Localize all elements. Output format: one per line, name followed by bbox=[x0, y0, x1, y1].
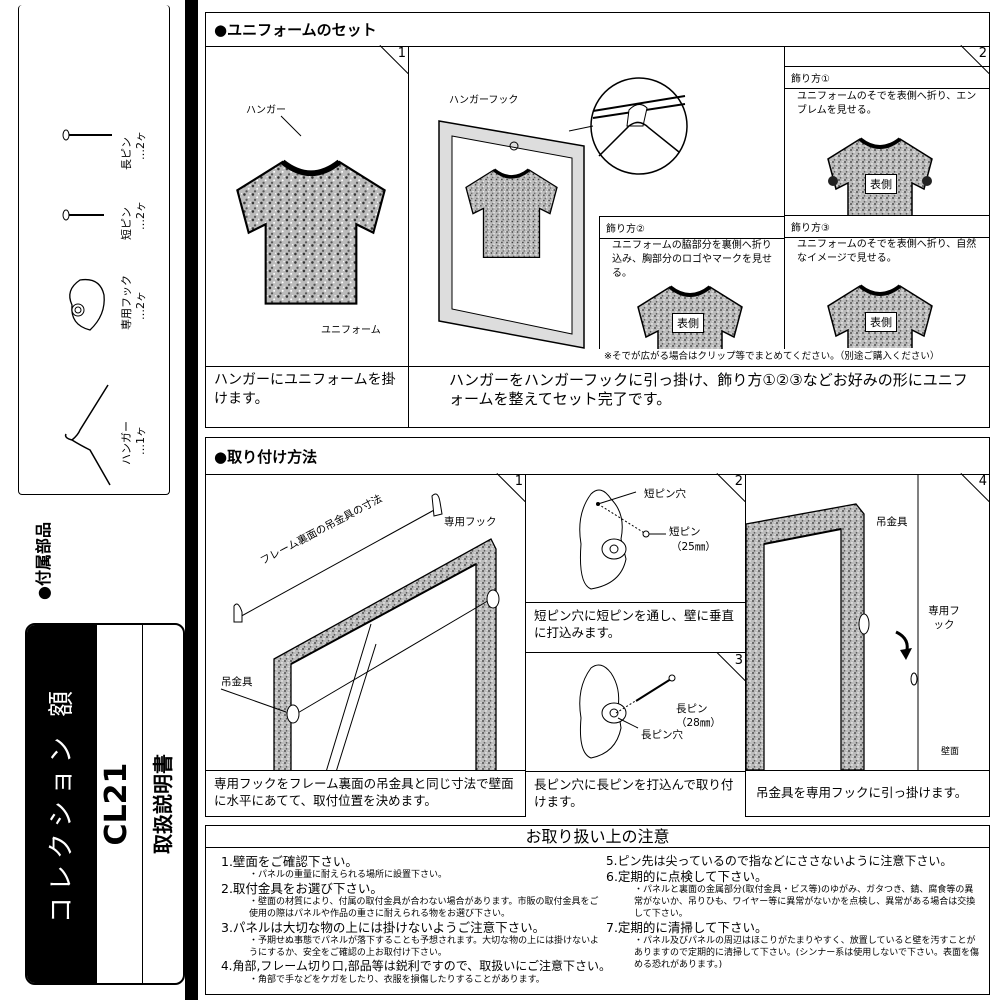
step-caption: 吊金具を専用フックに引っ掛けます。 bbox=[746, 770, 989, 816]
parts-heading: ●付属部品 bbox=[34, 522, 53, 600]
caution-item-title: 1.壁面をご確認下さい。 bbox=[221, 854, 358, 869]
caution-item-detail: ・パネル及びパネルの周辺はほこりがたまりやすく、放置していると壁を汚すことがあり… bbox=[634, 936, 979, 970]
long-pin-illustration bbox=[579, 664, 676, 759]
step-number: 1 bbox=[378, 46, 408, 76]
parts-item-short-pin: 短ピン…2ヶ bbox=[120, 201, 147, 240]
uniform-style-1-illustration bbox=[815, 131, 945, 215]
label-hanger-hook: ハンガーフック bbox=[449, 95, 519, 106]
hook-icon bbox=[69, 278, 105, 331]
uniform-on-hanger-illustration bbox=[221, 115, 396, 326]
style-title: 飾り方② bbox=[600, 217, 784, 239]
short-pin-illustration bbox=[579, 489, 666, 590]
caution-item-detail: ・角部で手などをケガをしたり、衣服を損傷したりすることがあります。 bbox=[249, 975, 545, 985]
divider bbox=[142, 625, 143, 983]
caution-item-title: 7.定期的に清掃して下さい。 bbox=[606, 920, 768, 935]
step-caption: 長ピン穴に長ピンを打込んで取り付けます。 bbox=[526, 771, 745, 817]
caution-item-detail: ・パネルと裏面の金属部分(取付金具・ビス等)のゆがみ、ガタつき、錆、腐食等の異常… bbox=[634, 885, 976, 919]
step-caption: 専用フックをフレーム裏面の吊金具と同じ寸法で壁面に水平にあてて、取付位置を決めま… bbox=[206, 770, 525, 816]
badge-front: 表側 bbox=[865, 312, 897, 332]
parts-item-long-pin: 長ピン…2ヶ bbox=[120, 131, 147, 170]
step-caption: ハンガーにユニフォームを掛けます。 bbox=[206, 366, 408, 427]
display-style-1: 飾り方① ユニフォームのそでを表側へ折り、エンブレムを見せる。 表側 bbox=[784, 46, 989, 216]
uniform-step-1: 1 ハンガー ユニフォーム ハンガーにユニフォームを掛けます。 bbox=[206, 46, 409, 427]
label-uniform: ユニフォーム bbox=[321, 325, 381, 336]
divider-strip bbox=[185, 0, 198, 1000]
step-number: 4 bbox=[959, 474, 989, 504]
doc-title: 取扱説明書 bbox=[151, 754, 175, 854]
label-hook: 専用フック bbox=[928, 605, 960, 631]
mounting-step-3: 3 長ピン （28㎜） 長ピン穴 長ピン穴に長ピンを打込んで取り付けます。 bbox=[526, 652, 746, 817]
display-style-2: 飾り方② ユニフォームの脇部分を裏側へ折り込み、胸部分のロゴやマークを見せる。 … bbox=[599, 216, 784, 349]
caution-item-title: 4.角部,フレーム切り口,部品等は鋭利ですので、取扱いにご注意下さい。 bbox=[221, 959, 612, 973]
step-number: 2 bbox=[959, 46, 989, 76]
label-wall: 壁面 bbox=[941, 747, 960, 757]
step-number: 2 bbox=[715, 474, 745, 504]
caution-item-detail: ・予期せぬ事態でパネルが落下することも予想されます。大切な物の上には掛けないよう… bbox=[249, 936, 599, 958]
hook-detail-illustration bbox=[568, 77, 688, 175]
series-title: コレクション 額 bbox=[27, 625, 97, 983]
caution-item-title: 3.パネルは大切な物の上には掛けないようご注意下さい。 bbox=[221, 920, 546, 935]
badge-front: 表側 bbox=[672, 313, 704, 333]
long-pin-icon bbox=[62, 129, 112, 141]
parts-item-hanger: ハンガー…1ヶ bbox=[120, 421, 147, 465]
cautions-left-column: 1.壁面をご確認下さい。 ・パネルの重量に耐えられる場所に設置下さい。 2.取付… bbox=[221, 854, 612, 986]
cautions-right-column: 5.ピン先は尖っているので指などにささないように注意下さい。 6.定期的に点検し… bbox=[606, 854, 981, 971]
mounting-step-4: 4 吊金具 専用フック 壁面 吊金具を専用フックに引っ掛けます。 bbox=[745, 474, 989, 816]
hanger-icon bbox=[64, 384, 111, 486]
badge-front: 表側 bbox=[865, 174, 897, 194]
left-cover-column: ●付属部品 ハンガー…1ヶ 専用フック…2ヶ 短ピン…2ヶ 長ピン…2ヶ コレク… bbox=[0, 0, 185, 1000]
label-short-pin: 短ピン bbox=[669, 526, 701, 538]
caution-item-detail: ・壁面の材質により、付属の取付金具が合わない場合があります。市販の取付金具をご使… bbox=[249, 897, 599, 919]
label-long-pin-size: （28㎜） bbox=[676, 717, 721, 729]
label-short-pin-hole: 短ピン穴 bbox=[644, 488, 686, 500]
caution-item-title: 2.取付金具をお選び下さい。 bbox=[221, 881, 383, 896]
mounting-section: ●取り付け方法 1 専用フック フレーム裏面の吊金具の寸法 吊金具 専用フックを… bbox=[205, 437, 990, 817]
step-number: 1 bbox=[495, 474, 525, 504]
mounting-step-1: 1 専用フック フレーム裏面の吊金具の寸法 吊金具 専用フックをフレーム裏面の吊… bbox=[206, 474, 526, 816]
style-title: 飾り方① bbox=[785, 66, 989, 89]
caution-item-detail: ・パネルの重量に耐えられる場所に設置下さい。 bbox=[249, 870, 448, 880]
clip-note: ※そでが広がる場合はクリップ等でまとめてください。（別途ご購入ください） bbox=[604, 350, 940, 364]
step-caption: ハンガーをハンガーフックに引っ掛け、飾り方①②③などお好みの形にユニフォームを整… bbox=[409, 366, 989, 427]
label-long-pin: 長ピン bbox=[676, 703, 708, 715]
divider bbox=[206, 474, 989, 475]
label-bracket: 吊金具 bbox=[221, 676, 253, 688]
cautions-section: お取り扱い上の注意 1.壁面をご確認下さい。 ・パネルの重量に耐えられる場所に設… bbox=[205, 825, 990, 995]
label-short-pin-size: （25㎜） bbox=[671, 541, 716, 553]
model-number: CL21 bbox=[99, 762, 134, 846]
style-text: ユニフォームの脇部分を裏側へ折り込み、胸部分のロゴやマークを見せる。 bbox=[612, 240, 772, 279]
label-long-pin-hole: 長ピン穴 bbox=[641, 729, 683, 741]
step-caption: 短ピン穴に短ピンを通し、壁に垂直に打込みます。 bbox=[526, 602, 745, 652]
short-pin-icon bbox=[62, 209, 104, 221]
uniform-set-section: ●ユニフォームのセット 1 ハンガー ユニフォーム ハンガーにユニフォームを掛け… bbox=[205, 12, 990, 428]
label-hanger: ハンガー bbox=[246, 105, 286, 116]
mounting-step-2: 2 短ピン穴 短ピン （25㎜） 短ピン穴に短ピンを通し、壁に垂直に打込みます。 bbox=[526, 474, 746, 652]
label-hook: 専用フック bbox=[444, 516, 497, 528]
parts-item-hook: 専用フック…2ヶ bbox=[120, 275, 147, 330]
label-bracket: 吊金具 bbox=[876, 516, 908, 528]
style-text: ユニフォームのそでを表側へ折り、自然なイメージで見せる。 bbox=[797, 239, 977, 264]
uniform-step-2: 2 ハンガーフック 飾り方① ユニフォームのそでを表側へ折り、エンブレムを見せる… bbox=[409, 46, 989, 427]
divider bbox=[206, 46, 989, 47]
caution-item-title: 5.ピン先は尖っているので指などにささないように注意下さい。 bbox=[606, 854, 953, 868]
section-heading: ●取り付け方法 bbox=[214, 448, 318, 466]
style-title: 飾り方③ bbox=[785, 216, 989, 238]
section-heading: ●ユニフォームのセット bbox=[214, 21, 377, 39]
style-text: ユニフォームのそでを表側へ折り、エンブレムを見せる。 bbox=[797, 91, 977, 116]
display-style-3: 飾り方③ ユニフォームのそでを表側へ折り、自然なイメージで見せる。 表側 bbox=[784, 216, 989, 349]
title-block: コレクション 額 CL21 取扱説明書 bbox=[25, 623, 185, 985]
step-number: 3 bbox=[715, 653, 745, 683]
frame-illustration bbox=[438, 120, 585, 349]
cautions-title: お取り扱い上の注意 bbox=[206, 826, 989, 848]
caution-item-title: 6.定期的に点検して下さい。 bbox=[606, 869, 768, 884]
